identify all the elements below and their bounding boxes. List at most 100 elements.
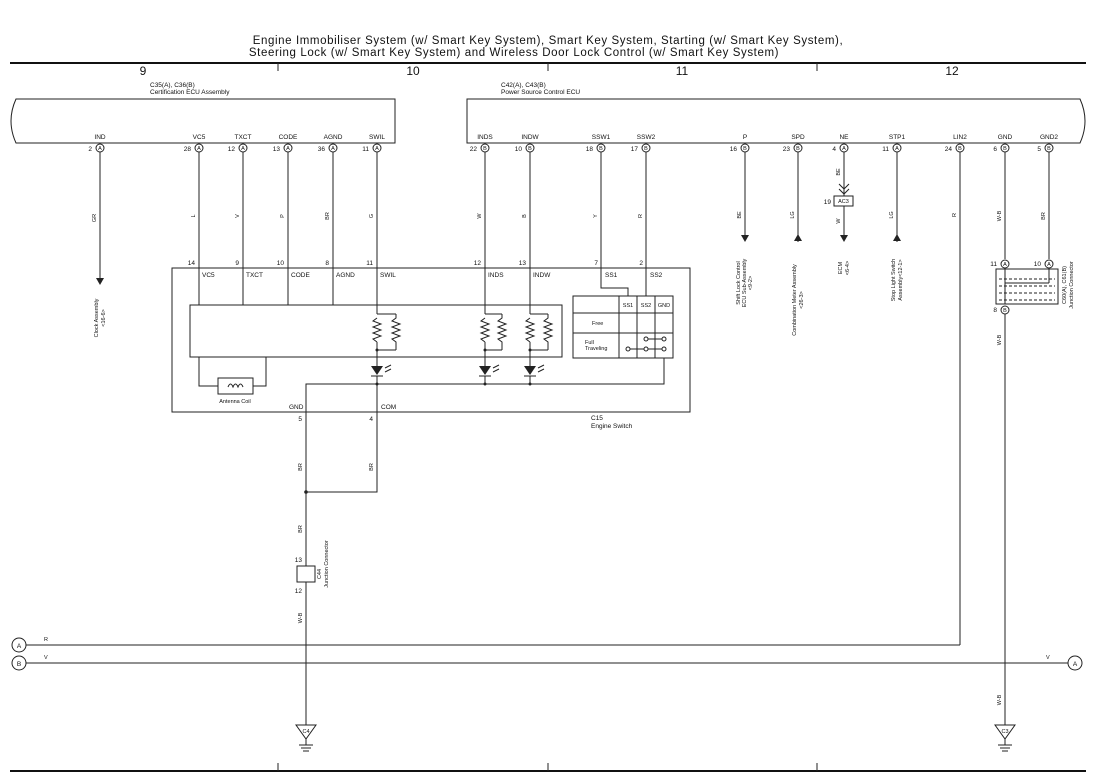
power-ecu-connectors: C42(A), C43(B) (501, 82, 546, 89)
dest-clock-ref: <16-6> (101, 309, 107, 326)
arrow-up-icon (794, 234, 802, 241)
resistor-icon (542, 314, 554, 350)
connector-letter: A (331, 146, 335, 152)
c44-pin-bottom: 12 (295, 588, 303, 595)
connector-letter: B (599, 146, 603, 152)
wire-color-ind: GR (92, 214, 98, 222)
led-icon (479, 366, 491, 375)
column-9: 9 (140, 64, 147, 78)
ground-c3-label: C3 (1001, 729, 1008, 735)
bus-b-right-marker (1067, 655, 1083, 671)
wire-color-ssw1: Y (593, 214, 599, 218)
table-row-full-traveling: Full (585, 340, 594, 346)
connector-letter: A (842, 146, 846, 152)
connector-letter: A (98, 146, 102, 152)
sw-pin-name: SWIL (380, 272, 396, 279)
connector-letter: A (375, 146, 379, 152)
table-row-free: Free (592, 321, 603, 327)
resistor-icon (371, 317, 383, 343)
resistor-icon (479, 317, 491, 343)
wire-color-gnd-lower: W-B (997, 334, 1003, 345)
pin-name: NE (839, 134, 849, 141)
sw-pin-num: 8 (325, 260, 329, 267)
connector-letter: B (528, 146, 532, 152)
sw-bottom-com-name: COM (381, 404, 396, 411)
power-ecu-pin-indw: INDW 10 B (515, 134, 540, 153)
dest-ecm-ref: <6-4> (845, 261, 851, 275)
pin-name: VC5 (193, 134, 206, 141)
jc-pin-10: 10 (1034, 261, 1042, 268)
pin-number: 10 (515, 146, 523, 153)
connector-chevron-icon (838, 183, 850, 190)
antenna-wire (198, 357, 218, 387)
pin-name: AGND (324, 134, 343, 141)
pin-number: 36 (318, 146, 326, 153)
wire-color-ne-bottom: W (836, 218, 842, 224)
pin-number: 13 (273, 146, 281, 153)
column-11: 11 (676, 64, 689, 78)
pin-number: 2 (88, 146, 92, 153)
junction-dot (375, 382, 379, 386)
pin-number: 11 (362, 146, 369, 153)
connector-letter: B (958, 146, 962, 152)
wire-color-vc5: L (191, 214, 197, 217)
switch-contact (643, 336, 649, 342)
connector-letter: A (241, 146, 245, 152)
connector-letter: B (644, 146, 648, 152)
led-circuit-inds (479, 268, 508, 384)
wire-color-lin2: R (952, 213, 958, 217)
led-ray (537, 368, 545, 373)
connector-letter: A (895, 146, 899, 152)
jc-pin-11: 11 (990, 261, 997, 268)
wire-color-sw-com: BR (369, 463, 375, 471)
bus-a-color: R (44, 637, 48, 643)
antenna-label: Antenna Coil (219, 399, 251, 405)
sw-pin-num: 7 (594, 260, 598, 267)
sw-pin-num: 2 (639, 260, 643, 267)
sw-pin-name: CODE (291, 272, 310, 279)
wire-color-gnd: W-B (997, 210, 1003, 221)
pin-name: SPD (791, 134, 805, 141)
bus-right-letter: A (1073, 661, 1078, 668)
pin-number: 5 (1037, 146, 1041, 153)
c44-pin-top: 13 (295, 557, 303, 564)
led-icon (524, 366, 536, 375)
resistor-icon (496, 314, 508, 350)
switch-contact (661, 336, 667, 342)
junction-dot (483, 382, 487, 386)
wire-color-spd: LG (790, 211, 796, 218)
sw-bottom-gnd-num: 5 (298, 416, 302, 423)
connector-letter: A (197, 146, 201, 152)
wire-color-jc-top: BR (298, 525, 304, 533)
antenna-wire (253, 357, 267, 387)
ac3-label: AC3 (838, 199, 849, 205)
pin-name: INDW (521, 134, 539, 141)
pin-name: SSW1 (592, 134, 611, 141)
bus-b-right-color: V (1046, 655, 1050, 661)
wire-color-indw: B (522, 214, 528, 218)
wire-color-txct: V (235, 214, 241, 218)
junction-dot (304, 490, 308, 494)
led-ray (537, 364, 545, 369)
table-header-gnd: GND (658, 303, 670, 309)
table-header-ss1: SS1 (623, 303, 633, 309)
pin-number: 23 (783, 146, 791, 153)
ground-c3: C3 (994, 724, 1016, 752)
dest-stop-light-ref: Assembly<12-1> (898, 259, 904, 300)
ss1-wire (600, 268, 629, 296)
wire-color-sw-gnd: BR (298, 463, 304, 471)
connector-marker (1044, 259, 1054, 269)
resistor-icon (524, 317, 536, 343)
junction-dot (528, 382, 532, 386)
pin-name: TXCT (235, 134, 252, 141)
switch-contact (625, 346, 631, 352)
table-row-traveling: Traveling (585, 346, 607, 352)
wire-color-inds: W (477, 213, 483, 219)
pin-name: CODE (279, 134, 298, 141)
immobiliser-module (189, 304, 563, 358)
pin-name: GND (998, 134, 1013, 141)
jc-box (995, 268, 1059, 305)
led-ray (384, 364, 392, 369)
led-ray (492, 368, 500, 373)
